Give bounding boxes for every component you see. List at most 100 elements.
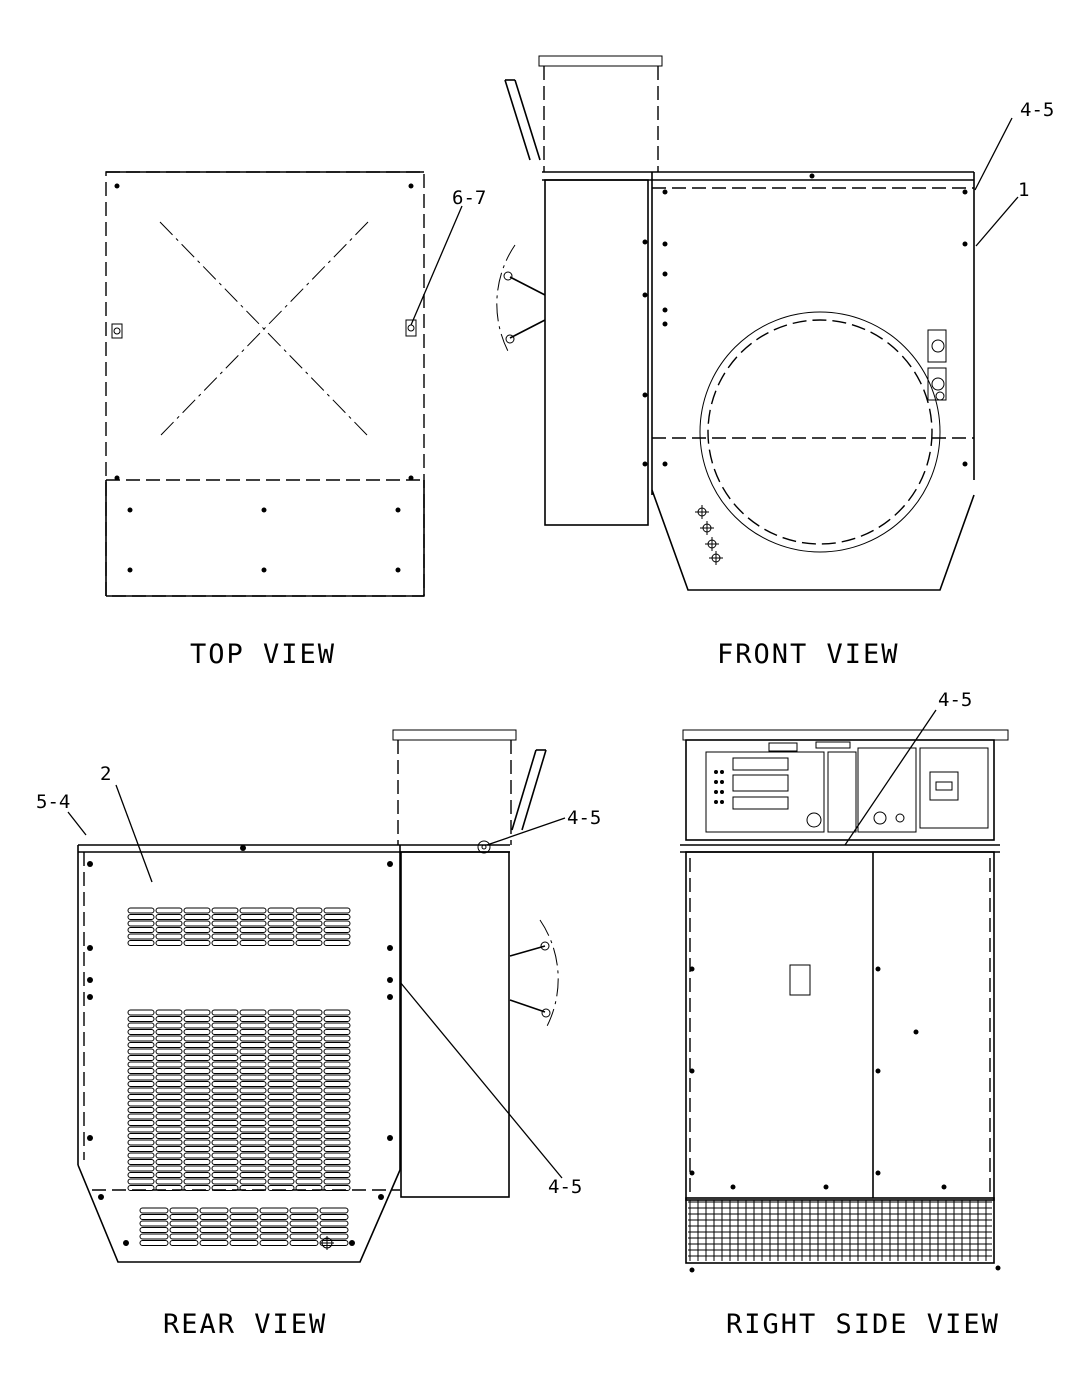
vent-slot <box>239 1081 267 1087</box>
vent-slot <box>323 933 351 940</box>
vent-slot <box>183 1061 211 1068</box>
vent-slot <box>239 927 267 933</box>
vent-slot <box>267 1042 295 1048</box>
vent-slot <box>211 1035 239 1042</box>
vent-slot <box>211 1152 239 1159</box>
vent-slot <box>267 1009 295 1016</box>
vent-slot <box>239 920 267 927</box>
vent-slot <box>239 1048 267 1055</box>
vent-slot <box>239 1172 267 1178</box>
vent-slot <box>139 1207 169 1214</box>
vent-slot <box>155 1042 183 1048</box>
vent-slot <box>323 1035 351 1042</box>
vent-slot <box>239 940 267 946</box>
vent-slot <box>211 1042 239 1048</box>
callout-4-5-front: 4-5 <box>1020 99 1054 121</box>
vent-slot <box>289 1220 319 1227</box>
fastener-dot <box>730 1184 736 1190</box>
vent-slot <box>323 1061 351 1068</box>
fastener-dot <box>127 507 133 513</box>
vent-slot <box>211 920 239 927</box>
fastener-dot <box>123 1240 129 1246</box>
front-view: 4-5 1 FRONT VIEW <box>496 55 1054 670</box>
vent-slot <box>259 1240 289 1246</box>
fastener-dot <box>408 183 414 189</box>
vent-slot <box>295 907 323 914</box>
vent-slot <box>259 1220 289 1227</box>
vent-slot <box>239 1133 267 1139</box>
fastener-dot <box>378 1194 384 1200</box>
vent-slot <box>239 907 267 914</box>
vent-slot <box>169 1240 199 1246</box>
vent-slot <box>211 1100 239 1107</box>
vent-slot <box>127 1139 155 1146</box>
vent-slot <box>183 1016 211 1022</box>
vent-slot <box>323 1100 351 1107</box>
fastener-dot <box>720 790 724 794</box>
vent-slot <box>295 1029 323 1035</box>
vent-slot <box>239 1074 267 1081</box>
vent-slot <box>199 1233 229 1240</box>
vent-slot <box>323 907 351 914</box>
vent-slot <box>199 1207 229 1214</box>
vent-slot <box>323 1042 351 1048</box>
vent-slot <box>295 933 323 940</box>
fastener-dot <box>662 307 668 313</box>
fastener-dot <box>127 567 133 573</box>
vent-slot <box>127 1022 155 1029</box>
vent-slot <box>239 1165 267 1172</box>
vent-slot <box>155 1178 183 1185</box>
fastener-dot <box>662 189 668 195</box>
vent-slot <box>155 1081 183 1087</box>
vent-slot <box>295 1178 323 1185</box>
vent-slot <box>183 1185 211 1191</box>
vent-slot <box>155 920 183 927</box>
vent-slot <box>211 907 239 914</box>
vent-slot <box>295 1016 323 1022</box>
vent-slot <box>183 1126 211 1133</box>
vent-slot <box>239 1061 267 1068</box>
fastener-dot <box>87 1135 93 1141</box>
vent-slot <box>127 920 155 927</box>
vent-slot <box>239 1009 267 1016</box>
vent-slot <box>323 1081 351 1087</box>
vent-slot <box>239 1055 267 1061</box>
vent-slot <box>295 1035 323 1042</box>
vent-slot <box>127 1094 155 1100</box>
vent-slot <box>169 1207 199 1214</box>
vent-slot <box>183 933 211 940</box>
vent-slot <box>211 1055 239 1061</box>
vent-slot <box>155 1120 183 1126</box>
vent-slot <box>169 1220 199 1227</box>
vent-slot <box>127 1009 155 1016</box>
callout-2: 2 <box>100 763 111 785</box>
vent-slot <box>155 1061 183 1068</box>
vent-slot <box>211 1029 239 1035</box>
vent-slot <box>239 1185 267 1191</box>
vent-slot <box>211 1178 239 1185</box>
vent-slot <box>155 1029 183 1035</box>
vent-slot <box>211 1146 239 1152</box>
vent-slot <box>155 1185 183 1191</box>
vent-slot <box>259 1227 289 1233</box>
vent-slot <box>127 1152 155 1159</box>
vent-slot <box>295 1172 323 1178</box>
vent-slot <box>211 1113 239 1120</box>
vent-slot <box>127 1048 155 1055</box>
vent-slot <box>267 907 295 914</box>
vent-slot <box>127 927 155 933</box>
vent-slot <box>155 1126 183 1133</box>
vent-slot <box>155 927 183 933</box>
vent-slot <box>323 1074 351 1081</box>
vent-slot <box>183 1022 211 1029</box>
fastener-dot <box>875 1068 881 1074</box>
vent-slot <box>267 1016 295 1022</box>
fastener-dot <box>87 861 93 867</box>
vent-slot <box>155 1048 183 1055</box>
fastener-dot <box>689 1170 695 1176</box>
vent-slot <box>229 1233 259 1240</box>
vent-slot <box>211 1094 239 1100</box>
vent-slot <box>295 1061 323 1068</box>
vent-slot <box>169 1233 199 1240</box>
